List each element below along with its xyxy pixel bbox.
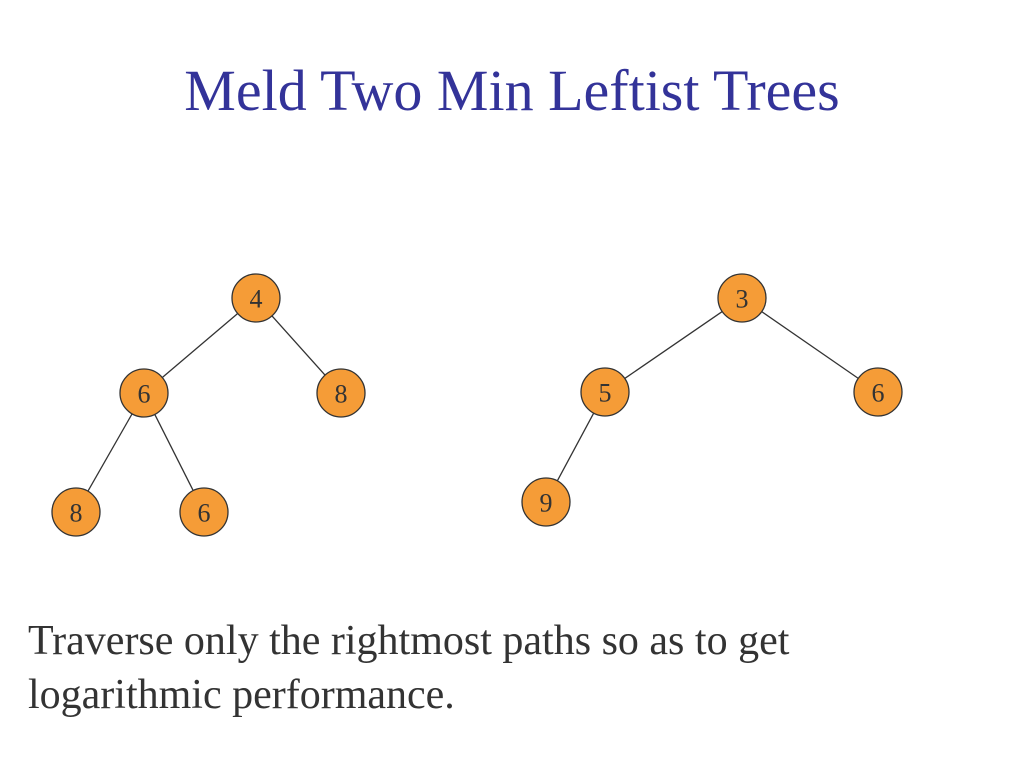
node-circle bbox=[316, 368, 366, 418]
tree-a-edge-a4-a8r bbox=[271, 315, 326, 376]
node-circle bbox=[119, 368, 169, 418]
tree-b-node-b9: 9 bbox=[521, 477, 571, 527]
node-label: 4 bbox=[250, 285, 263, 314]
node-circle bbox=[521, 477, 571, 527]
tree-a-edge-a6-a8l bbox=[87, 413, 133, 492]
tree-b-node-b5: 5 bbox=[580, 367, 630, 417]
node-circle bbox=[853, 367, 903, 417]
tree-b-node-b6: 6 bbox=[853, 367, 903, 417]
tree-b-node-b3: 3 bbox=[717, 273, 767, 323]
tree-a-node-a6: 6 bbox=[119, 368, 169, 418]
slide-body-text: Traverse only the rightmost paths so as … bbox=[28, 618, 790, 718]
node-label: 5 bbox=[599, 379, 612, 408]
node-circle bbox=[51, 487, 101, 537]
tree-a-node-a8r: 8 bbox=[316, 368, 366, 418]
node-label: 6 bbox=[138, 380, 151, 409]
tree-edges bbox=[87, 311, 859, 492]
node-label: 9 bbox=[540, 489, 553, 518]
tree-a-node-a4: 4 bbox=[231, 273, 281, 323]
node-circle bbox=[179, 487, 229, 537]
tree-a-edge-a6-a6r bbox=[154, 414, 194, 491]
tree-a-edge-a4-a6 bbox=[161, 313, 239, 378]
node-label: 8 bbox=[335, 380, 348, 409]
tree-a-node-a8l: 8 bbox=[51, 487, 101, 537]
node-label: 6 bbox=[872, 379, 885, 408]
tree-b-edge-b5-b9 bbox=[556, 412, 595, 482]
node-circle bbox=[231, 273, 281, 323]
tree-b-edge-b3-b5 bbox=[624, 311, 723, 379]
node-circle bbox=[580, 367, 630, 417]
tree-a-node-a6r: 6 bbox=[179, 487, 229, 537]
node-circle bbox=[717, 273, 767, 323]
node-label: 6 bbox=[198, 499, 211, 528]
tree-b-edge-b3-b6 bbox=[761, 311, 859, 379]
node-label: 8 bbox=[70, 499, 83, 528]
slide-title: Meld Two Min Leftist Trees bbox=[184, 58, 840, 123]
node-label: 3 bbox=[736, 285, 749, 314]
tree-nodes: 4 6 8 8 6 3 5 6 9 bbox=[51, 273, 903, 537]
